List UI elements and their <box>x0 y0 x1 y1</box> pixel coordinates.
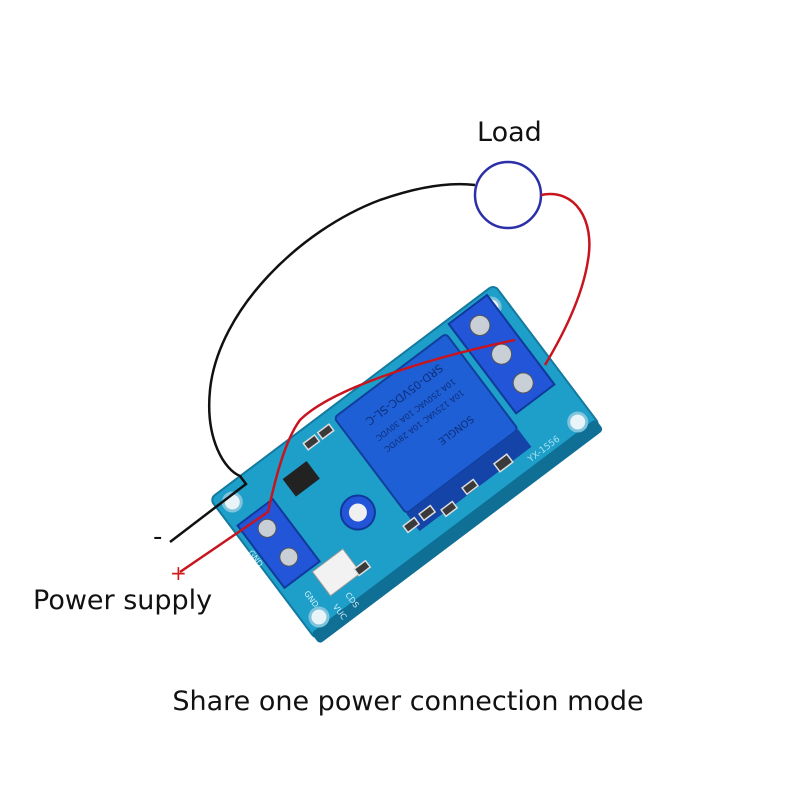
sensor-connector <box>311 548 362 597</box>
plus-sign: + <box>170 561 187 585</box>
power-terminal-block <box>236 497 322 590</box>
load-label: Load <box>477 117 542 148</box>
negative-wire <box>169 182 476 543</box>
mounting-holes <box>221 296 589 628</box>
relay: SRD-05VDC-SL-C 10A 250VAC 10A 30VDC 10A … <box>334 334 532 532</box>
smd-components <box>302 423 514 577</box>
load-wire-to-relay <box>540 192 591 366</box>
caption: Share one power connection mode <box>172 686 644 717</box>
relay-module-board: SRD-05VDC-SL-C 10A 250VAC 10A 30VDC 10A … <box>211 285 603 643</box>
ic-chip <box>282 461 320 497</box>
relay-terminal-block <box>447 293 556 415</box>
positive-wire-to-relay <box>179 338 516 574</box>
minus-sign: - <box>153 522 163 552</box>
load-circle <box>473 160 543 230</box>
pcb-edge <box>312 420 603 643</box>
power-supply-label: Power supply <box>33 585 213 616</box>
